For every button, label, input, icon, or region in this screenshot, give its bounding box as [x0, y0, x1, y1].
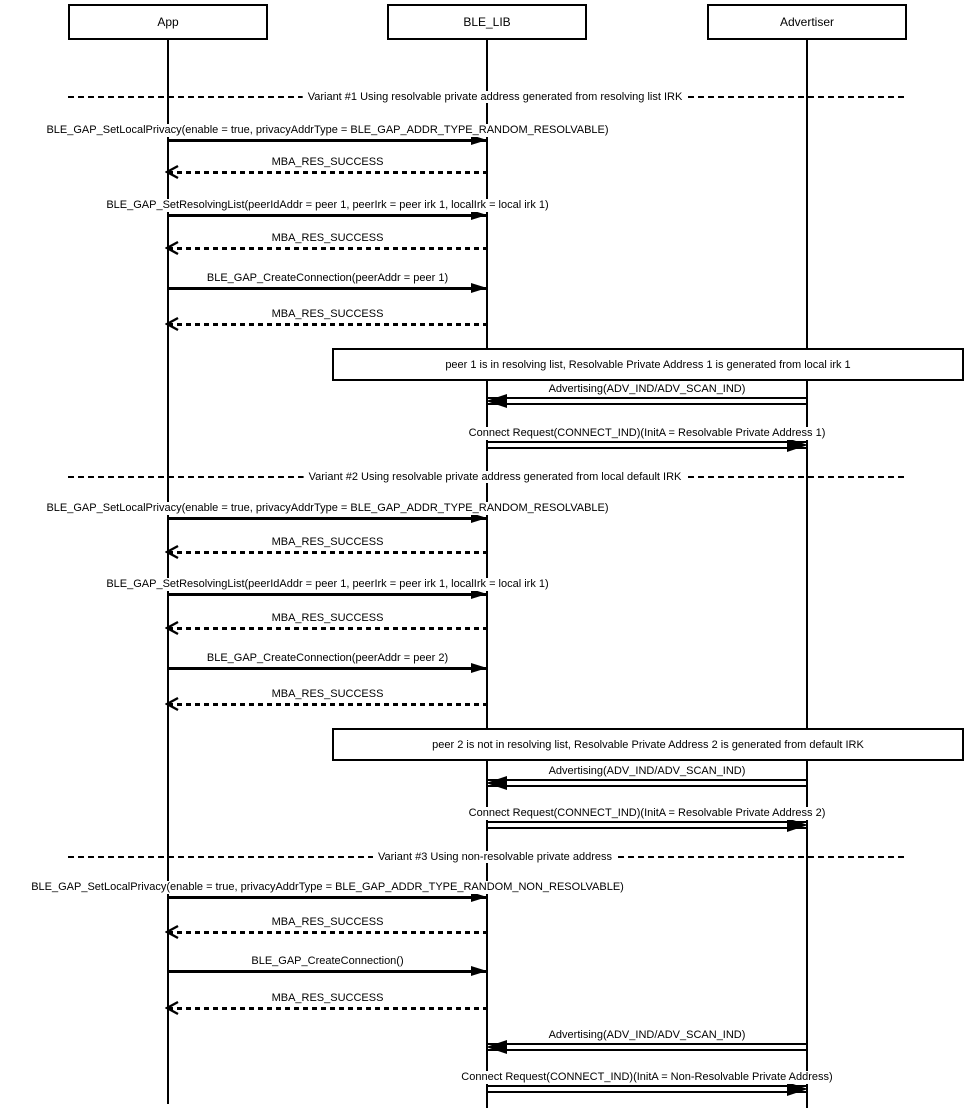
solid-arrow: [168, 210, 487, 220]
open-arrowhead-icon: [165, 164, 179, 180]
solid-arrow: [168, 135, 487, 145]
double-line-arrow: [486, 394, 807, 408]
actor-label: Advertiser: [779, 15, 835, 29]
arrowhead-icon: [486, 394, 507, 408]
solid-arrow: [168, 966, 487, 976]
dashed-arrow: [165, 240, 487, 256]
arrowhead-icon: [471, 966, 487, 976]
message-label: Advertising(ADV_IND/ADV_SCAN_IND): [487, 382, 807, 396]
divider-label: Variant #3 Using non-resolvable private …: [373, 851, 617, 863]
arrowhead-icon: [471, 663, 487, 673]
solid-arrow: [168, 892, 487, 902]
message-label: Connect Request(CONNECT_IND)(InitA = Res…: [465, 426, 829, 440]
message-label: MBA_RES_SUCCESS: [168, 231, 487, 245]
dashed-arrow: [165, 164, 487, 180]
dashed-arrow: [165, 544, 487, 560]
arrowhead-icon: [787, 1082, 808, 1096]
open-arrowhead-icon: [165, 620, 179, 636]
arrowhead-icon: [787, 438, 808, 452]
dashed-arrow: [165, 1000, 487, 1016]
message-label: MBA_RES_SUCCESS: [168, 687, 487, 701]
divider-label: Variant #2 Using resolvable private addr…: [303, 471, 687, 483]
dashed-arrow: [165, 620, 487, 636]
section-divider-variant-3: Variant #3 Using non-resolvable private …: [68, 851, 905, 863]
lifeline-ble-lib: [486, 40, 488, 1108]
open-arrowhead-icon: [165, 924, 179, 940]
arrowhead-icon: [471, 210, 487, 220]
open-arrowhead-icon: [165, 544, 179, 560]
section-divider-variant-1: Variant #1 Using resolvable private addr…: [68, 91, 905, 103]
section-divider-variant-2: Variant #2 Using resolvable private addr…: [68, 471, 905, 483]
message-label: Connect Request(CONNECT_IND)(InitA = Res…: [465, 806, 829, 820]
double-line-arrow: [486, 1040, 807, 1054]
actor-box-app: App: [68, 4, 268, 40]
solid-arrow: [168, 513, 487, 523]
message-label: BLE_GAP_SetLocalPrivacy(enable = true, p…: [43, 501, 612, 515]
arrowhead-icon: [471, 135, 487, 145]
solid-arrow: [168, 283, 487, 293]
message-label: BLE_GAP_CreateConnection(): [168, 954, 487, 968]
message-label: BLE_GAP_SetLocalPrivacy(enable = true, p…: [43, 123, 612, 137]
double-line-arrow: [486, 776, 807, 790]
actor-box-ble-lib: BLE_LIB: [387, 4, 587, 40]
message-label: Advertising(ADV_IND/ADV_SCAN_IND): [487, 764, 807, 778]
note-box: peer 2 is not in resolving list, Resolva…: [332, 728, 964, 761]
dashed-arrow: [165, 316, 487, 332]
actor-label: BLE_LIB: [463, 15, 511, 29]
message-label: Connect Request(CONNECT_IND)(InitA = Non…: [458, 1070, 836, 1084]
lifeline-advertiser: [806, 40, 808, 1108]
open-arrowhead-icon: [165, 696, 179, 712]
open-arrowhead-icon: [165, 316, 179, 332]
double-line-arrow: [487, 1082, 808, 1096]
message-label: BLE_GAP_CreateConnection(peerAddr = peer…: [168, 271, 487, 285]
dashed-arrow: [165, 696, 487, 712]
dashed-arrow: [165, 924, 487, 940]
arrowhead-icon: [471, 513, 487, 523]
message-label: BLE_GAP_SetResolvingList(peerIdAddr = pe…: [103, 577, 552, 591]
message-label: MBA_RES_SUCCESS: [168, 611, 487, 625]
message-label: Advertising(ADV_IND/ADV_SCAN_IND): [487, 1028, 807, 1042]
actor-label: App: [157, 15, 179, 29]
message-label: BLE_GAP_SetLocalPrivacy(enable = true, p…: [28, 880, 627, 894]
double-line-arrow: [487, 438, 808, 452]
message-label: MBA_RES_SUCCESS: [168, 155, 487, 169]
arrowhead-icon: [486, 776, 507, 790]
message-label: MBA_RES_SUCCESS: [168, 535, 487, 549]
actor-box-advertiser: Advertiser: [707, 4, 907, 40]
arrowhead-icon: [486, 1040, 507, 1054]
lifeline-app: [167, 40, 169, 1104]
solid-arrow: [168, 589, 487, 599]
divider-label: Variant #1 Using resolvable private addr…: [302, 91, 688, 103]
message-label: MBA_RES_SUCCESS: [168, 991, 487, 1005]
arrowhead-icon: [787, 818, 808, 832]
solid-arrow: [168, 663, 487, 673]
message-label: BLE_GAP_CreateConnection(peerAddr = peer…: [168, 651, 487, 665]
arrowhead-icon: [471, 892, 487, 902]
note-box: peer 1 is in resolving list, Resolvable …: [332, 348, 964, 381]
open-arrowhead-icon: [165, 240, 179, 256]
arrowhead-icon: [471, 589, 487, 599]
arrowhead-icon: [471, 283, 487, 293]
double-line-arrow: [487, 818, 808, 832]
message-label: MBA_RES_SUCCESS: [168, 307, 487, 321]
message-label: MBA_RES_SUCCESS: [168, 915, 487, 929]
open-arrowhead-icon: [165, 1000, 179, 1016]
message-label: BLE_GAP_SetResolvingList(peerIdAddr = pe…: [103, 198, 552, 212]
